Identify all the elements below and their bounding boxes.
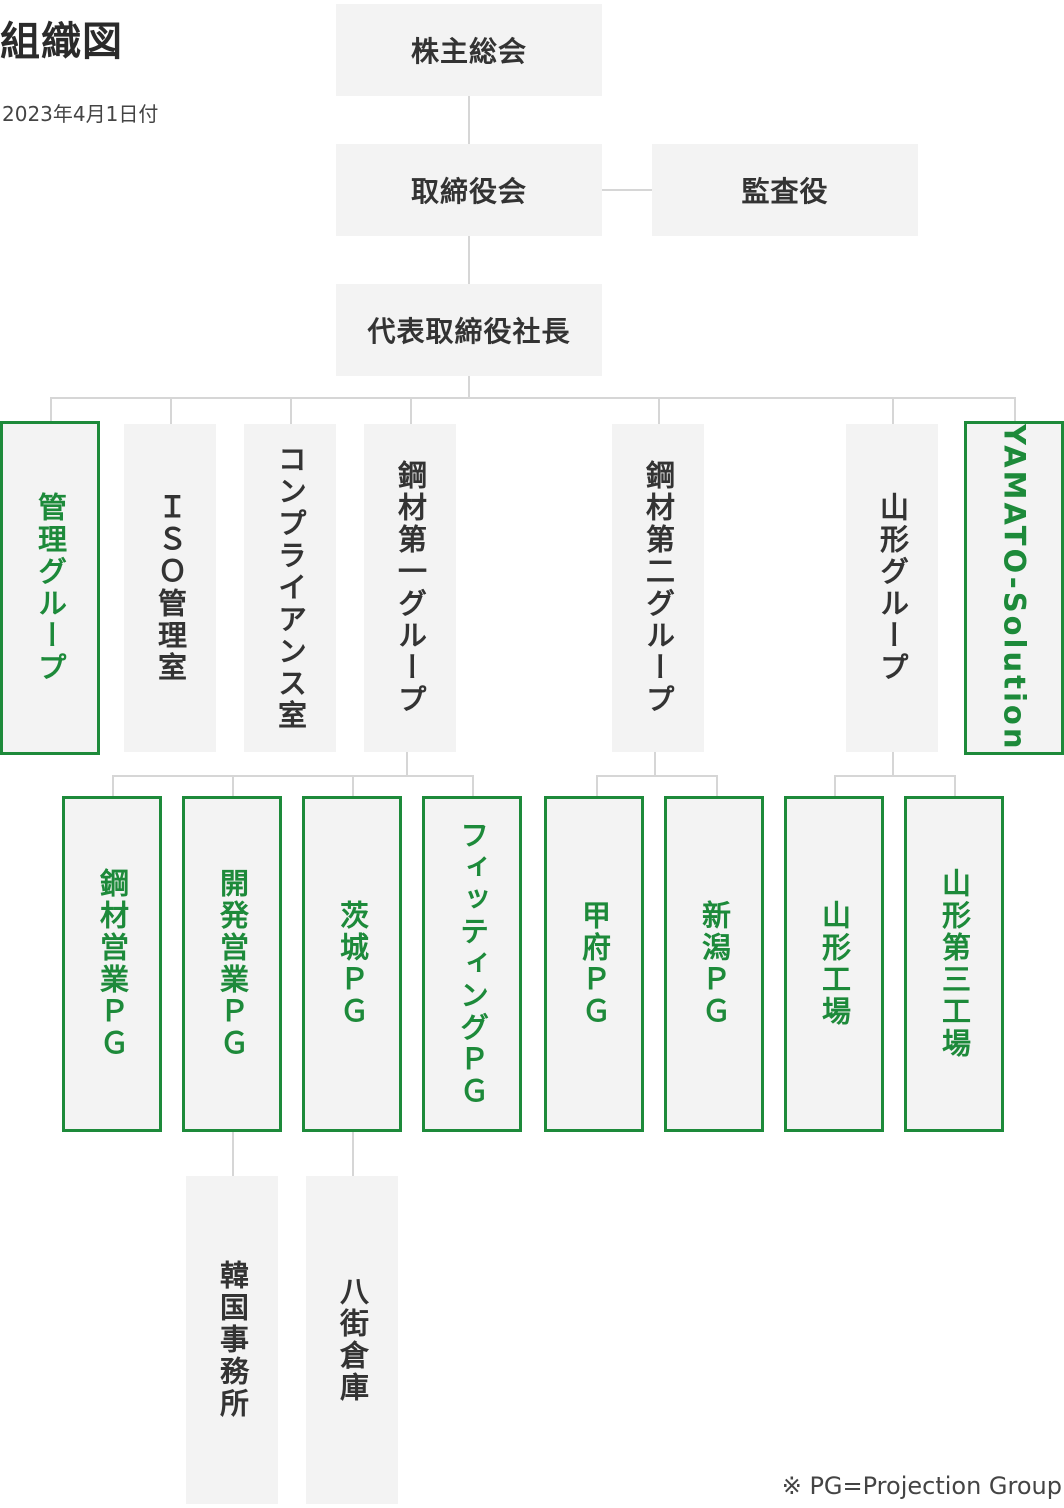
shareholders-meeting-label: 株主総会: [410, 35, 527, 68]
connector-line: [50, 397, 1016, 399]
steel-group-2-label: 鋼材第二グループ: [641, 460, 676, 716]
connector-line: [834, 775, 836, 797]
fitting-pg-label: フィッティングＰＧ: [455, 820, 490, 1108]
iso-office-label: ＩＳＯ管理室: [153, 492, 188, 684]
connector-line: [232, 775, 234, 797]
korea-office-box: 韓国事務所: [186, 1176, 278, 1504]
steel-group-1-box: 鋼材第一グループ: [364, 424, 456, 752]
yamagata-group-box: 山形グループ: [846, 424, 938, 752]
connector-line: [654, 752, 656, 776]
steel-sales-pg-label: 鋼材営業ＰＧ: [95, 868, 130, 1060]
ibaraki-pg-box: 茨城ＰＧ: [302, 796, 402, 1132]
connector-line: [954, 775, 956, 797]
shareholders-meeting-box: 株主総会: [336, 4, 602, 96]
dev-sales-pg-box: 開発営業ＰＧ: [182, 796, 282, 1132]
connector-line: [468, 376, 470, 398]
dev-sales-pg-label: 開発営業ＰＧ: [215, 868, 250, 1060]
compliance-office-box: コンプライアンス室: [244, 424, 336, 752]
board-box: 取締役会: [336, 144, 602, 236]
steel-group-2-box: 鋼材第二グループ: [612, 424, 704, 752]
connector-line: [170, 397, 172, 424]
steel-sales-pg-box: 鋼材営業ＰＧ: [62, 796, 162, 1132]
connector-line: [406, 752, 408, 776]
yamato-solution-box: YAMATO-Solution: [964, 421, 1064, 755]
yamagata-factory-label: 山形工場: [817, 900, 852, 1028]
yamagata-factory-box: 山形工場: [784, 796, 884, 1132]
management-group-label: 管理グループ: [33, 492, 68, 684]
steel-group-1-label: 鋼材第一グループ: [393, 460, 428, 716]
fitting-pg-box: フィッティングＰＧ: [422, 796, 522, 1132]
connector-line: [112, 775, 474, 777]
ibaraki-pg-label: 茨城ＰＧ: [335, 900, 370, 1028]
auditor-label: 監査役: [741, 175, 829, 208]
connector-line: [410, 397, 412, 424]
effective-date: 2023年4月1日付: [2, 102, 159, 126]
yamagata-group-label: 山形グループ: [875, 492, 910, 684]
niigata-pg-label: 新潟ＰＧ: [697, 900, 732, 1028]
auditor-box: 監査役: [652, 144, 918, 236]
connector-line: [50, 397, 52, 421]
page-title: 組織図: [0, 19, 123, 65]
yachimata-warehouse-box: 八街倉庫: [306, 1176, 398, 1504]
connector-line: [892, 397, 894, 424]
connector-line: [232, 1131, 234, 1176]
yachimata-warehouse-label: 八街倉庫: [335, 1276, 370, 1404]
footnote: ※ PG=Projection Group: [781, 1472, 1062, 1500]
korea-office-label: 韓国事務所: [215, 1260, 250, 1420]
compliance-office-label: コンプライアンス室: [273, 444, 308, 732]
connector-line: [892, 752, 894, 776]
connector-line: [596, 775, 718, 777]
connector-line: [1014, 397, 1016, 421]
connector-line: [352, 775, 354, 797]
management-group-box: 管理グループ: [0, 421, 100, 755]
connector-line: [468, 236, 470, 284]
connector-line: [472, 775, 474, 797]
connector-line: [290, 397, 292, 424]
connector-line: [716, 775, 718, 797]
yamato-solution-label: YAMATO-Solution: [997, 424, 1032, 752]
board-label: 取締役会: [410, 175, 527, 208]
connector-line: [352, 1131, 354, 1176]
president-label: 代表取締役社長: [367, 315, 571, 348]
connector-line: [658, 397, 660, 424]
yamagata-factory-3-label: 山形第三工場: [937, 868, 972, 1060]
connector-line: [602, 189, 652, 191]
yamagata-factory-3-box: 山形第三工場: [904, 796, 1004, 1132]
connector-line: [468, 96, 470, 144]
connector-line: [596, 775, 598, 797]
niigata-pg-box: 新潟ＰＧ: [664, 796, 764, 1132]
connector-line: [112, 775, 114, 797]
connector-line: [834, 775, 956, 777]
kofu-pg-label: 甲府ＰＧ: [577, 900, 612, 1028]
president-box: 代表取締役社長: [336, 284, 602, 376]
kofu-pg-box: 甲府ＰＧ: [544, 796, 644, 1132]
iso-office-box: ＩＳＯ管理室: [124, 424, 216, 752]
